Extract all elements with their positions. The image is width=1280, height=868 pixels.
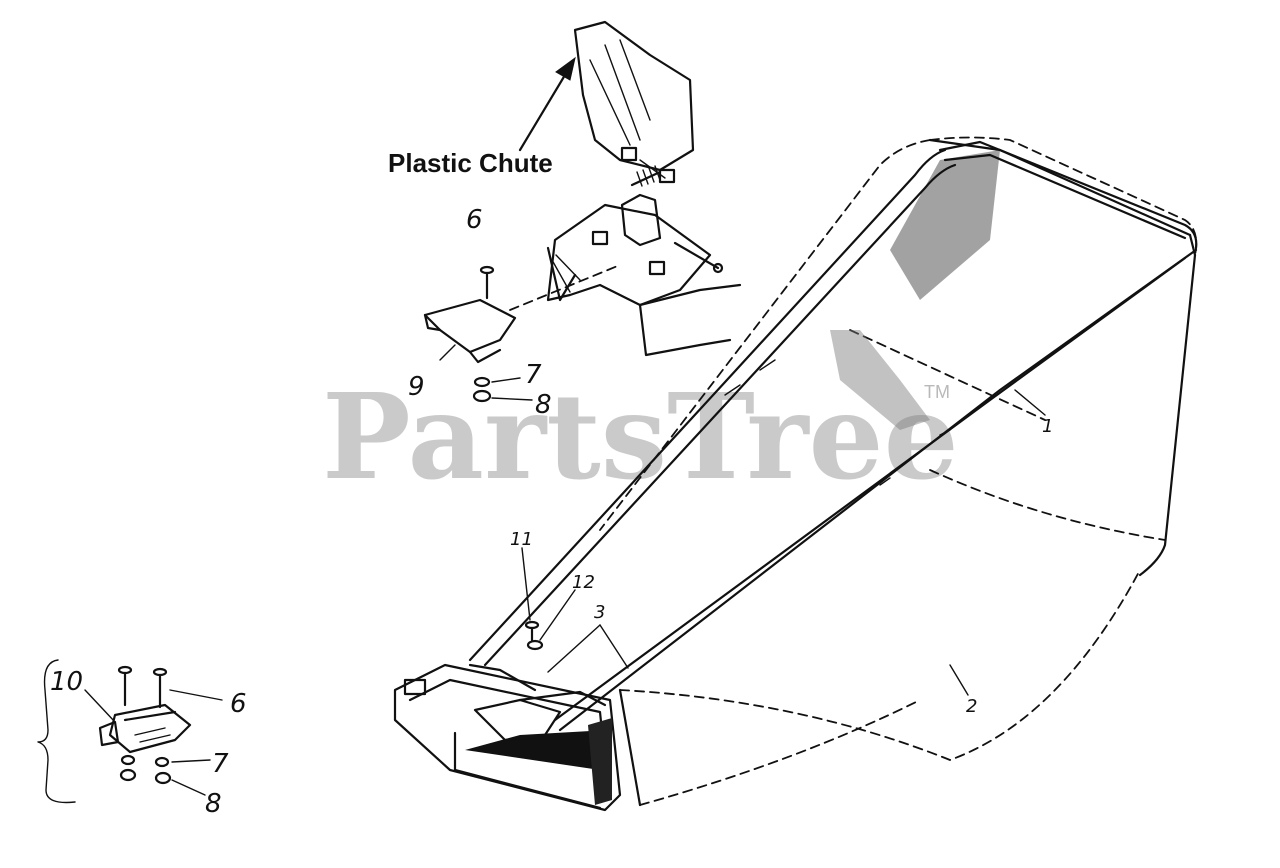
leader-7-top	[491, 377, 521, 383]
leader-12	[539, 589, 576, 641]
screw-6-bottom[interactable]	[117, 665, 168, 709]
washer-7-top[interactable]	[473, 376, 491, 388]
leader-3b	[599, 624, 629, 669]
kit-10-bracket[interactable]	[37, 659, 192, 804]
part-label-12[interactable]: 12	[572, 572, 595, 593]
part-label-1[interactable]: 1	[1042, 416, 1053, 437]
part-label-8-top[interactable]: 8	[535, 390, 552, 420]
part-label-7-top[interactable]: 7	[525, 360, 542, 390]
chute-hinge-assembly[interactable]	[546, 165, 742, 357]
chute-arrow	[518, 56, 576, 152]
part-label-6-bottom[interactable]: 6	[230, 689, 247, 719]
watermark-logo: PartsTree	[322, 367, 959, 506]
screw-11[interactable]	[524, 620, 540, 642]
leader-9	[439, 344, 456, 361]
leader-2	[949, 664, 969, 696]
bracket-9[interactable]	[423, 298, 517, 364]
frame-1[interactable]	[468, 140, 1198, 732]
washer-7-bottom[interactable]	[120, 754, 170, 768]
leader-3a	[547, 624, 601, 673]
leader-11	[521, 547, 531, 621]
grass-bag[interactable]	[599, 136, 1198, 807]
guide-line	[509, 264, 621, 311]
screw-6-top[interactable]	[479, 265, 495, 300]
leader-8-bottom	[171, 779, 206, 796]
part-label-11[interactable]: 11	[510, 529, 533, 550]
plastic-chute[interactable]	[573, 20, 695, 184]
leader-1	[1014, 389, 1046, 416]
leader-10	[84, 689, 116, 723]
part-label-3[interactable]: 3	[594, 602, 605, 623]
part-label-9[interactable]: 9	[408, 372, 425, 402]
washer-12[interactable]	[526, 639, 544, 651]
leader-8-top	[491, 397, 533, 401]
leader-6-bottom	[169, 689, 223, 701]
part-label-8-bottom[interactable]: 8	[205, 789, 222, 819]
part-label-6-top[interactable]: 6	[466, 205, 483, 235]
part-label-7-bottom[interactable]: 7	[212, 749, 229, 779]
bag-mouth-frame[interactable]	[393, 663, 622, 812]
part-label-10[interactable]: 10	[50, 667, 83, 697]
leader-7-bottom	[171, 759, 211, 763]
nut-8-top[interactable]	[472, 389, 492, 403]
watermark-trademark: TM	[924, 382, 950, 402]
plastic-chute-label: Plastic Chute	[388, 148, 553, 178]
nut-8-bottom[interactable]	[119, 768, 172, 785]
part-label-2[interactable]: 2	[966, 696, 977, 717]
